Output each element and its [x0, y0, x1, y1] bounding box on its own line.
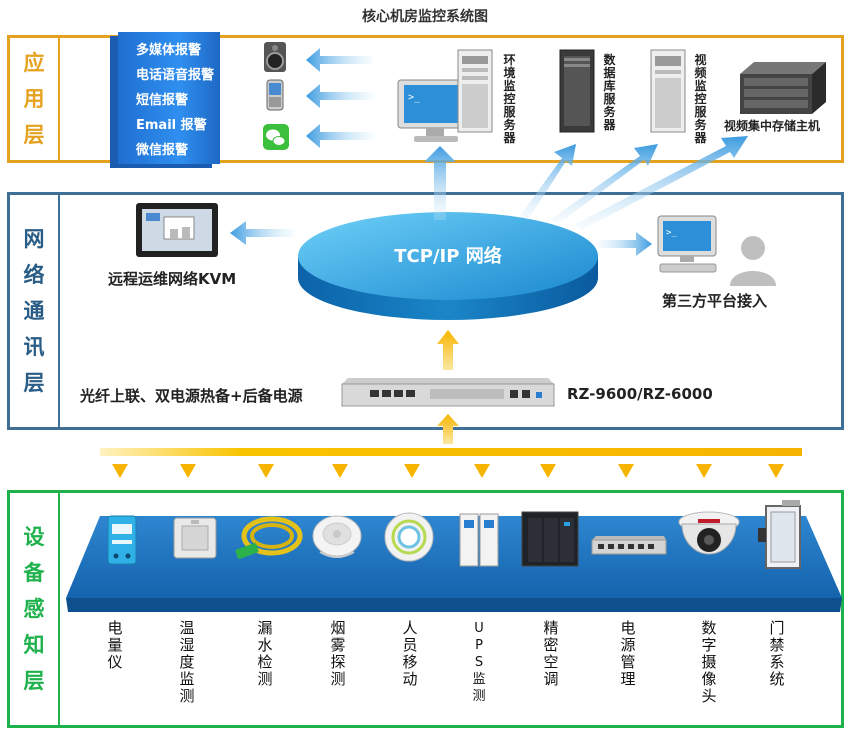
temperature-humidity-sensor-icon	[173, 517, 217, 559]
db-server-icon	[559, 49, 595, 133]
device-label: 数字摄像头	[701, 619, 717, 705]
video-server-label: 视频监控服务器	[694, 53, 707, 145]
chevron-down-icon	[258, 464, 274, 478]
third-party-label: 第三方平台接入	[662, 292, 768, 310]
third-party-computer-icon: >_	[657, 215, 717, 273]
alarm-icons	[263, 42, 289, 150]
env-server-label: 环境监控服务器	[503, 53, 516, 145]
switch-model-label: RZ-9600/RZ-6000	[567, 385, 713, 403]
device-label: 人员移动	[402, 619, 418, 688]
kvm-label: 远程运维网络KVM	[108, 270, 237, 288]
arrow-up-right-icon	[550, 144, 658, 224]
device-bus	[100, 448, 802, 456]
chevron-down-icon	[618, 464, 634, 478]
speaker-icon	[264, 42, 286, 72]
network-switch-icon	[341, 378, 555, 407]
device-label: UPS监测	[472, 621, 486, 704]
device-bus-arrows	[112, 464, 784, 478]
network-layer-label-text: 网络通讯层	[23, 227, 45, 395]
smoke-detector-icon	[312, 515, 362, 558]
device-label: 电源管理	[620, 619, 636, 688]
uplink-arrows	[424, 136, 748, 230]
arrow-left-icon	[306, 124, 373, 148]
arrow-up-icon	[437, 330, 459, 370]
svg-text:>_: >_	[408, 92, 421, 103]
chevron-down-icon	[540, 464, 556, 478]
kvm-panel-icon	[136, 203, 218, 257]
video-server-icon	[650, 49, 686, 133]
device-layer-label-text: 设备感知层	[23, 525, 45, 693]
chevron-down-icon	[474, 464, 490, 478]
storage-host-icon	[740, 62, 826, 114]
chevron-down-icon	[768, 464, 784, 478]
water-leak-cable-icon	[235, 516, 303, 559]
device-label: 电量仪	[107, 619, 123, 671]
application-layer-label-text: 应用层	[23, 51, 45, 147]
device-label: 温湿度监测	[179, 619, 195, 705]
arrow-up-right-icon	[576, 136, 748, 230]
svg-text:>_: >_	[666, 228, 677, 238]
device-label: 门禁系统	[769, 619, 785, 688]
mobile-phone-icon	[266, 79, 284, 111]
alarm-item: 多媒体报警	[136, 43, 202, 58]
chevron-down-icon	[112, 464, 128, 478]
wechat-icon	[263, 124, 289, 150]
chevron-down-icon	[404, 464, 420, 478]
alarm-item: Email 报警	[136, 118, 207, 133]
device-label: 漏水检测	[257, 619, 273, 688]
chevron-down-icon	[180, 464, 196, 478]
application-layer-label: 应用层	[10, 38, 60, 160]
alarm-item: 微信报警	[136, 143, 189, 158]
chevron-down-icon	[696, 464, 712, 478]
arrow-up-icon	[437, 414, 459, 444]
switch-description: 光纤上联、双电源热备+后备电源	[80, 387, 303, 405]
tcpip-network-disk	[298, 212, 598, 320]
motion-sensor-icon	[384, 512, 434, 562]
env-server-icon	[457, 49, 493, 133]
arrow-up-icon	[424, 146, 456, 220]
arrow-left-icon	[306, 48, 373, 72]
diagram-title: 核心机房监控系统图	[362, 9, 488, 25]
tcpip-label: TCP/IP 网络	[394, 246, 502, 267]
arrow-left-icon	[306, 84, 373, 108]
precision-ac-icon	[521, 511, 579, 567]
arrow-left-icon	[230, 221, 294, 245]
alarm-item: 电话语音报警	[136, 68, 215, 83]
db-server-label: 数据库服务器	[603, 53, 616, 132]
device-label: 精密空调	[543, 619, 559, 688]
power-meter-icon	[107, 515, 137, 565]
ups-cabinet-icon	[459, 513, 499, 567]
monitor-computer-icon: >_	[397, 79, 473, 142]
chevron-down-icon	[332, 464, 348, 478]
alarm-arrows	[306, 48, 373, 148]
user-avatar-icon	[730, 236, 776, 286]
device-label: 烟雾探测	[330, 619, 346, 688]
network-layer-label: 网络通讯层	[10, 195, 60, 427]
alarm-item: 短信报警	[136, 93, 189, 108]
access-control-door-icon	[758, 500, 801, 569]
arrow-right-icon	[598, 232, 652, 256]
arrow-up-right-icon	[520, 144, 576, 220]
dome-camera-icon	[678, 511, 740, 555]
storage-host-label: 视频集中存储主机	[724, 119, 821, 133]
alarm-methods-panel: 多媒体报警 电话语音报警 短信报警 Email 报警 微信报警	[118, 32, 220, 164]
power-strip-icon	[591, 536, 667, 555]
device-layer-label: 设备感知层	[10, 493, 60, 725]
